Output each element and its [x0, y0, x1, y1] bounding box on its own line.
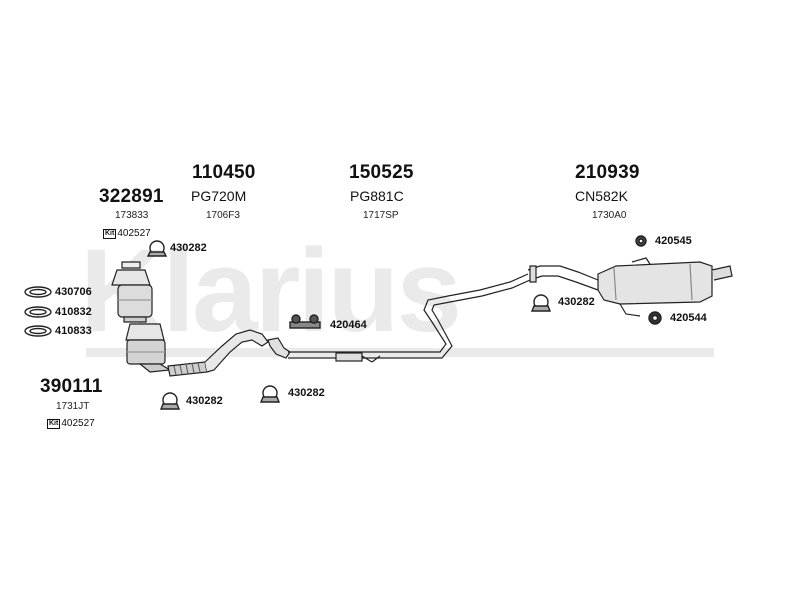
- flex-pipe: [167, 329, 269, 377]
- intermediate-connector: [267, 337, 291, 359]
- part-label-mount-bottom: 420544: [670, 312, 707, 324]
- middle-pipe: [288, 273, 531, 363]
- assembly-322891-kit: Kit 402527: [103, 228, 151, 239]
- mount-icon-top: [635, 235, 647, 247]
- part-label-gasket-1: 430706: [55, 286, 92, 298]
- gasket-icon-3: [24, 325, 52, 337]
- clamp-icon-b: [159, 392, 181, 410]
- assembly-210939-code: CN582K: [575, 188, 628, 204]
- assembly-150525-id: 150525: [349, 162, 414, 183]
- assembly-322891-ref: 173833: [115, 210, 149, 221]
- assembly-322891-id: 322891: [99, 186, 164, 207]
- kit-number: 402527: [117, 228, 151, 239]
- part-label-gasket-2: 410832: [55, 306, 92, 318]
- assembly-390111-id: 390111: [40, 376, 103, 397]
- assembly-110450-code: PG720M: [191, 188, 247, 204]
- part-label-clamp-b: 430282: [186, 395, 223, 407]
- part-label-gasket-3: 410833: [55, 325, 92, 337]
- assembly-390111-ref: 1731JT: [56, 401, 90, 412]
- kit-badge-icon: Kit: [103, 228, 117, 239]
- clamp-icon-d: [530, 294, 552, 312]
- catalytic-converter-top: [111, 261, 153, 323]
- kit-number: 402527: [61, 418, 95, 429]
- clamp-icon-a: [146, 240, 168, 257]
- particulate-filter: [125, 323, 172, 373]
- assembly-150525-code: PG881C: [350, 188, 404, 204]
- mount-icon-bottom: [648, 311, 662, 325]
- assembly-390111-kit: Kit 402527: [47, 418, 95, 429]
- part-label-clamp-a: 430282: [170, 242, 207, 254]
- assembly-210939-id: 210939: [575, 162, 640, 183]
- assembly-210939-ref: 1730A0: [592, 210, 627, 221]
- kit-badge-icon: Kit: [47, 418, 61, 429]
- gasket-icon-1: [24, 286, 52, 298]
- part-label-clamp-c: 430282: [288, 387, 325, 399]
- gasket-icon-2: [24, 306, 52, 318]
- part-label-clamp-d: 430282: [558, 296, 595, 308]
- part-label-rubber-mount: 420464: [330, 319, 367, 331]
- part-label-mount-top: 420545: [655, 235, 692, 247]
- assembly-150525-ref: 1717SP: [363, 210, 399, 221]
- assembly-110450-id: 110450: [192, 162, 256, 183]
- clamp-icon-c: [259, 385, 281, 403]
- rubber-mount-icon: [289, 314, 321, 329]
- assembly-110450-ref: 1706F3: [206, 210, 240, 221]
- rear-silencer: [527, 257, 733, 317]
